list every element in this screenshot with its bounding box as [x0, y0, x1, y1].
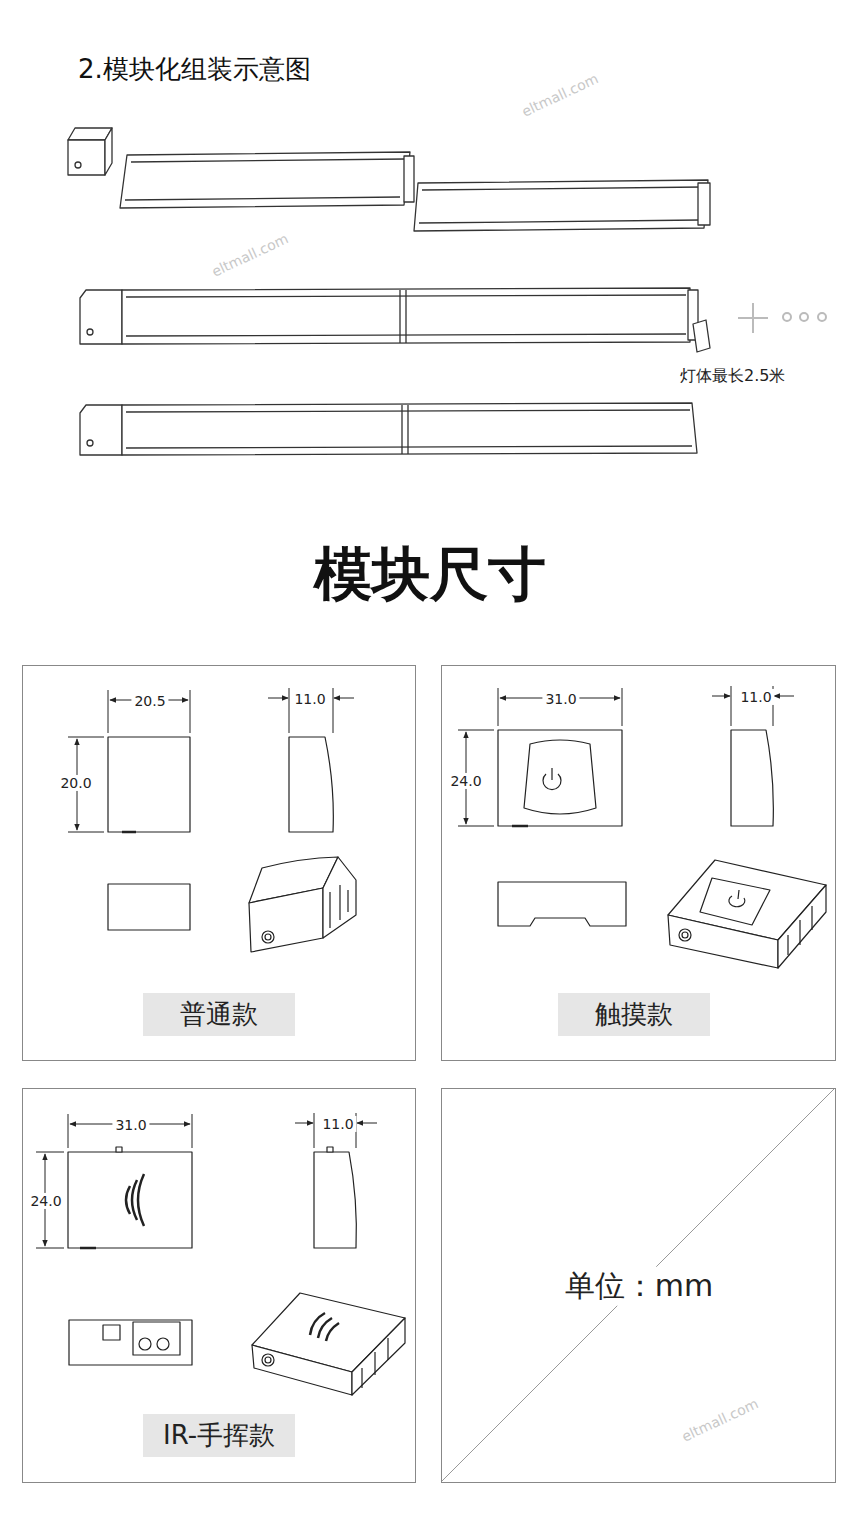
- module-panel: 单位：mm: [441, 1088, 836, 1483]
- variant-tag: IR-手挥款: [143, 1414, 295, 1457]
- dimension-value: 11.0: [291, 691, 328, 707]
- variant-tag: 普通款: [143, 993, 295, 1036]
- variant-name: 普通款: [180, 997, 258, 1032]
- page-title: 2.模块化组装示意图: [78, 55, 311, 85]
- unit-note: 单位：mm: [557, 1267, 721, 1306]
- watermark: eltmall.com: [209, 230, 290, 279]
- dimension-value: 24.0: [27, 1193, 64, 1209]
- watermark: eltmall.com: [679, 1395, 760, 1444]
- variant-tag: 触摸款: [558, 993, 710, 1036]
- dimension-value: 20.0: [57, 775, 94, 791]
- length-note: 灯体最长2.5米: [680, 367, 785, 385]
- dimension-value: 31.0: [112, 1117, 149, 1133]
- watermark: eltmall.com: [519, 70, 600, 119]
- dimension-value: 11.0: [319, 1116, 356, 1132]
- variant-name: 触摸款: [595, 997, 673, 1032]
- dimension-value: 20.5: [131, 693, 168, 709]
- module-panel: 31.0 11.0 24.0IR-手挥款: [22, 1088, 416, 1483]
- module-panel: 31.0 11.0 24.0 触摸款: [441, 665, 836, 1061]
- dimension-value: 11.0: [737, 689, 774, 705]
- section-heading: 模块尺寸: [314, 541, 546, 608]
- variant-name: IR-手挥款: [163, 1418, 275, 1453]
- module-panel: 20.5 11.0 20.0 普通款: [22, 665, 416, 1061]
- dimension-value: 24.0: [447, 773, 484, 789]
- dimension-value: 31.0: [542, 691, 579, 707]
